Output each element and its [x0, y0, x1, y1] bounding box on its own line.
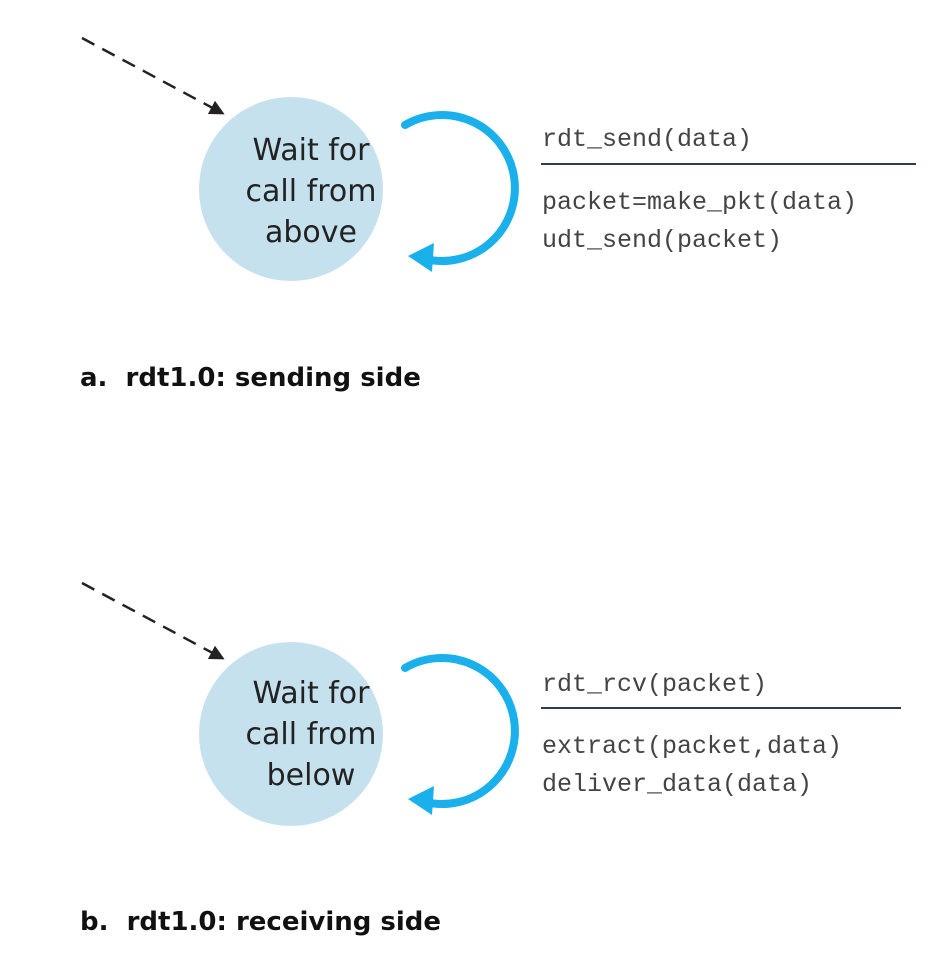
state-label-line-1: Wait for — [252, 133, 370, 168]
state-wait-below — [199, 642, 383, 826]
transition-action: udt_send(packet) — [542, 226, 782, 255]
state-label-line-3: below — [267, 758, 356, 793]
transition-action: packet=make_pkt(data) — [542, 188, 857, 217]
entry-arrow-sending — [81, 36, 225, 115]
caption-sending-side: a. rdt1.0: sending side — [80, 363, 421, 393]
caption-receiving-side: b. rdt1.0: receiving side — [80, 907, 441, 937]
state-label-line-2: call from — [246, 717, 377, 752]
transition-action: deliver_data(data) — [542, 770, 812, 799]
state-label-line-3: above — [265, 215, 357, 250]
state-label-line-2: call from — [246, 174, 377, 209]
transition-event: rdt_rcv(packet) — [542, 670, 767, 699]
receiving-side-diagram: Wait for call from below rdt_rcv(packet)… — [80, 581, 901, 937]
self-loop-arrow-receiving — [401, 654, 519, 815]
transition-action: extract(packet,data) — [542, 732, 842, 761]
self-loop-arrow-sending — [401, 111, 519, 272]
state-label-line-1: Wait for — [252, 676, 370, 711]
entry-arrow-receiving — [81, 581, 225, 660]
state-wait-above — [199, 97, 383, 281]
transition-event: rdt_send(data) — [542, 125, 752, 154]
sending-side-diagram: Wait for call from above rdt_send(data) … — [80, 36, 916, 393]
